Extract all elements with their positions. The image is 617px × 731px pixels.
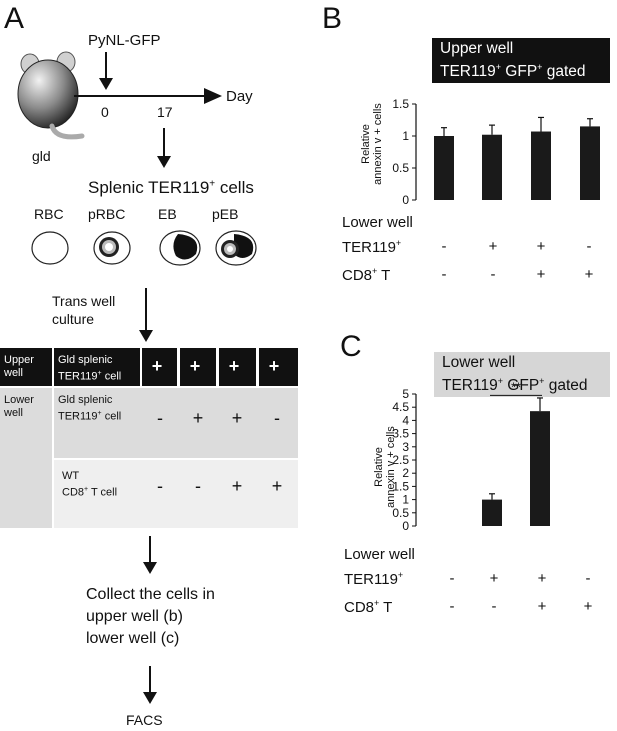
panel-b-y-tick-label: 1.5 (392, 97, 409, 111)
panel-b-bar (482, 134, 502, 200)
upper-cell-1: + (142, 348, 177, 386)
mouse-icon (17, 51, 85, 140)
facs-arrow-icon (143, 666, 157, 704)
day-17-label: 17 (157, 104, 173, 120)
panel-b-title-box: Upper well TER119+ GFP+ gated (432, 38, 610, 84)
panel-b-row1-value: + (488, 238, 498, 255)
cell-type-peb: pEB (212, 206, 239, 222)
panel-c-bar (530, 411, 550, 526)
day-0-label: 0 (101, 104, 109, 120)
panel-c-lower-well: Lower well (344, 546, 415, 563)
upper-cell-3: + (219, 348, 256, 386)
panel-c-row1-label: TER119+ (344, 570, 404, 588)
panel-c-row2-value: - (491, 598, 497, 615)
down-arrow-icon (157, 128, 171, 168)
panel-c-y-tick-label: 2 (402, 466, 409, 480)
cell-type-rbc: RBC (34, 206, 64, 222)
panel-c-row2-value: + (537, 598, 547, 615)
panel-c-row1-value: + (489, 570, 499, 587)
panel-b-lower-well: Lower well (342, 214, 413, 231)
panel-b-bar (580, 126, 600, 200)
panel-b-row2-value: + (536, 266, 546, 283)
panel-c-y-tick-label: 3.5 (392, 427, 409, 441)
panel-b-row2-label: CD8+ T (342, 266, 391, 284)
panel-b-y-tick-label: 1 (402, 129, 409, 143)
panel-b-row1-value: - (441, 238, 447, 255)
lower-row-1-cell-3: + (231, 408, 243, 428)
panel-c-row1-value: - (449, 570, 455, 587)
virus-label: PyNL-GFP (88, 32, 161, 49)
panel-c-y-tick-label: 0.5 (392, 506, 409, 520)
panel-b-row1-label: TER119+ (342, 238, 402, 256)
collect-arrow-icon (143, 536, 157, 574)
cell-icons (31, 230, 257, 266)
lower-row-2-cell-4: + (271, 476, 283, 496)
collect-text: Collect the cells in upper well (b) lowe… (86, 586, 215, 647)
culture-table: Upper well Gld splenic TER119+ cell + + … (0, 348, 298, 528)
panel-b-row2-value: + (584, 266, 594, 283)
panel-c-significance-label: ** (511, 380, 521, 394)
panel-c-y-tick-label: 1.5 (392, 479, 409, 493)
lower-row-1-cell-2: + (192, 408, 204, 428)
panel-c-row2-value: + (583, 598, 593, 615)
panel-c-row2-value: - (449, 598, 455, 615)
panel-c-letter: C (340, 330, 362, 363)
lower-row-2-cell-2: - (195, 476, 201, 496)
panel-b-y-tick-label: 0 (402, 193, 409, 207)
virus-arrow-icon (99, 52, 113, 90)
upper-cell-4: + (259, 348, 298, 386)
facs-label: FACS (126, 712, 163, 728)
transwell-label: Trans well culture (52, 293, 116, 327)
lower-row-1-label: Gld splenic TER119+ cell (58, 394, 122, 423)
cell-type-eb: EB (158, 206, 177, 222)
panel-b-row2-value: - (490, 266, 496, 283)
panel-c-y-tick-label: 4 (402, 413, 409, 427)
panel-c-chart: 00.511.522.533.544.55 ** (392, 380, 550, 533)
panel-c-y-tick-label: 5 (402, 387, 409, 401)
transwell-arrow-icon (139, 288, 153, 342)
lower-row-2-cell-1: - (157, 476, 163, 496)
panel-c-y-tick-label: 4.5 (392, 400, 409, 414)
panel-c-y-tick-label: 3 (402, 440, 409, 454)
lower-row-1 (54, 388, 298, 458)
panel-c-row2-label: CD8+ T (344, 598, 393, 616)
panel-b-bar (434, 136, 454, 200)
panel-c-y-tick-label: 2.5 (392, 453, 409, 467)
panel-b-chart: 0 0.5 1 1.5 (392, 97, 600, 207)
panel-b-letter: B (322, 2, 343, 35)
lower-row-2-label: WT CD8+ T cell (62, 470, 118, 499)
upper-row-label: Gld splenic TER119+ cell (54, 348, 140, 386)
panel-b-row1-value: + (536, 238, 546, 255)
lower-row-1-cell-4: - (274, 408, 280, 428)
lower-row-1-cell-1: - (157, 408, 163, 428)
cells-title: Splenic TER119+ cells (88, 178, 254, 197)
panel-a-letter: A (4, 2, 25, 35)
lower-well-header: Lower well (0, 388, 52, 528)
rbc-icon (31, 231, 69, 265)
lower-row-2-cell-3: + (231, 476, 243, 496)
panel-c-row1-value: - (585, 570, 591, 587)
panel-b-row1-value: - (586, 238, 592, 255)
panel-b-y-tick-label: 0.5 (392, 161, 409, 175)
panel-b-bar (531, 131, 551, 200)
timeline-arrow-icon (74, 88, 222, 104)
mouse-label: gld (32, 148, 51, 164)
panel-c-bar (482, 499, 502, 526)
upper-well-header: Upper well (0, 348, 52, 386)
day-label: Day (226, 88, 253, 105)
panel-c-y-tick-label: 0 (402, 519, 409, 533)
panel-c-row1-value: + (537, 570, 547, 587)
cell-type-prbc: pRBC (88, 206, 126, 222)
upper-cell-2: + (180, 348, 216, 386)
panel-b-row2-value: - (441, 266, 447, 283)
panel-c-title-box: Lower well TER119+ GFP+ gated (434, 352, 610, 398)
lower-row-2 (54, 460, 298, 528)
panel-c-y-tick-label: 1 (402, 493, 409, 507)
